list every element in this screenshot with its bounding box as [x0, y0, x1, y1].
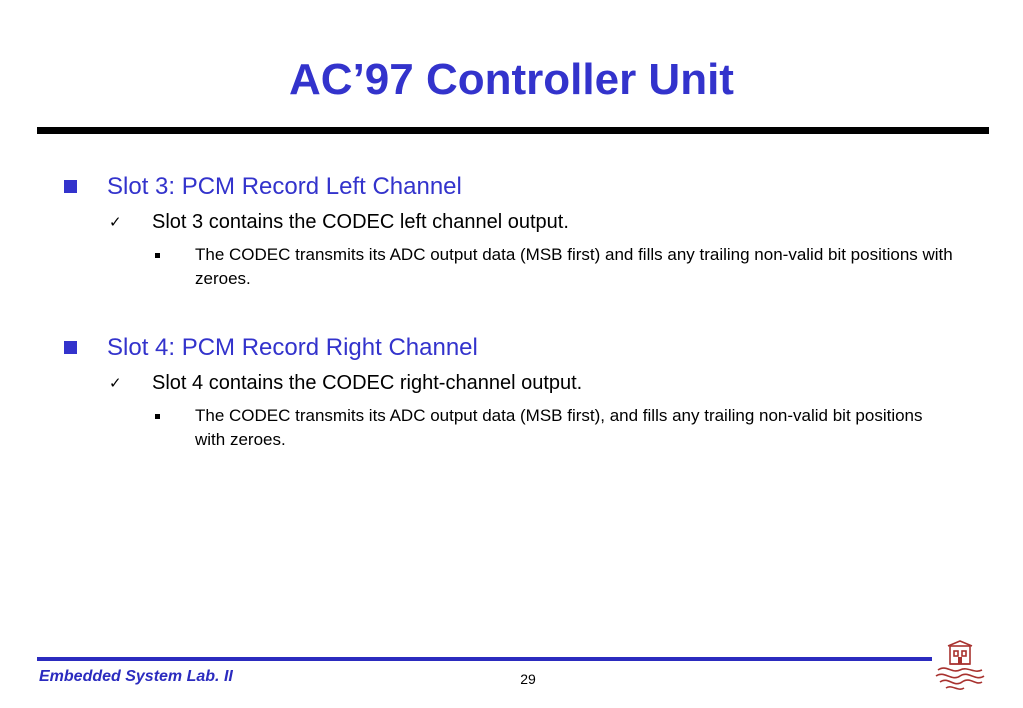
slide-title: AC’97 Controller Unit: [289, 55, 734, 104]
section-heading: Slot 3: PCM Record Left Channel: [107, 173, 462, 200]
title-divider: [37, 127, 989, 134]
section-detail: The CODEC transmits its ADC output data …: [195, 406, 923, 449]
checkmark-icon: ✓: [109, 213, 122, 231]
section-point: Slot 3 contains the CODEC left channel o…: [152, 211, 569, 233]
page-number: 29: [520, 671, 536, 687]
small-square-bullet-icon: [155, 414, 160, 419]
footer-divider: [37, 657, 932, 661]
square-bullet-icon: [64, 180, 77, 193]
section-point: Slot 4 contains the CODEC right-channel …: [152, 372, 583, 394]
university-crest-icon: [935, 640, 985, 690]
square-bullet-icon: [64, 341, 77, 354]
footer-lab-name: Embedded System Lab. II: [39, 668, 233, 685]
small-square-bullet-icon: [155, 253, 160, 258]
section-detail: The CODEC transmits its ADC output data …: [195, 245, 953, 288]
checkmark-icon: ✓: [109, 374, 122, 392]
section-heading: Slot 4: PCM Record Right Channel: [107, 334, 478, 361]
